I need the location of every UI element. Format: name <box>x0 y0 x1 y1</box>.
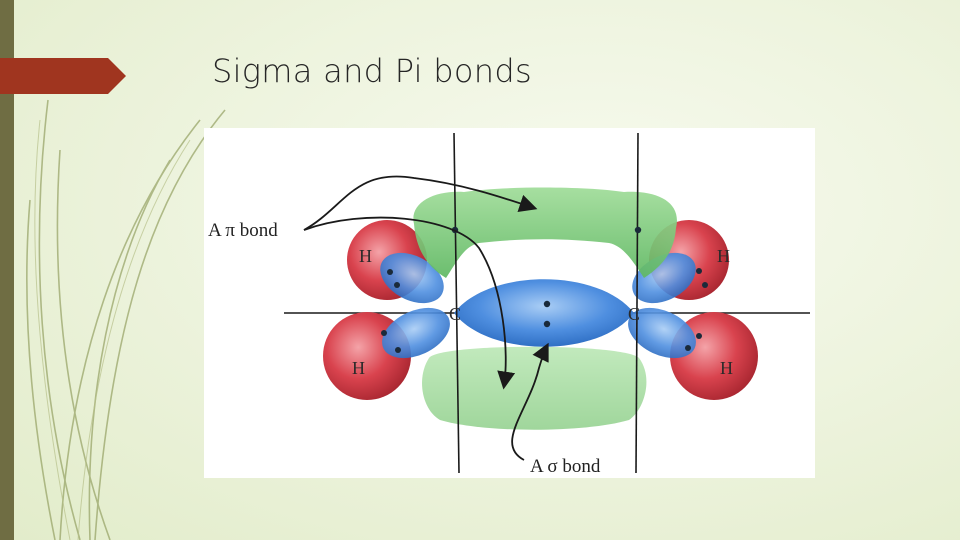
atom-label-h-bottom-right: H <box>720 358 733 378</box>
orbital-drawing <box>284 132 810 474</box>
pi-arrow-lower <box>303 216 516 390</box>
pi-bond-label: A π bond <box>208 220 278 241</box>
atom-label-h-top-right: H <box>717 246 730 266</box>
decorative-grass-lines <box>26 99 226 540</box>
vertical-axis-right <box>635 132 639 474</box>
ch-sigma-lobe-bottom-right <box>628 307 696 359</box>
ch-sigma-lobe-bottom-left <box>382 307 450 359</box>
cc-sigma-bond <box>454 279 634 347</box>
title-arrow-icon <box>0 58 126 94</box>
atom-label-h-bottom-left: H <box>352 358 365 378</box>
slide-title: Sigma and Pi bonds <box>212 52 532 90</box>
ch-sigma-lobe-top-left <box>380 252 444 304</box>
atom-label-c-right: C <box>628 304 641 324</box>
sigma-bond-label: A σ bond <box>530 456 601 477</box>
vertical-axis-left <box>453 132 460 474</box>
side-accent-bar <box>0 0 14 540</box>
pi-lobe-upper <box>413 187 677 278</box>
pi-arrow-upper <box>303 175 538 231</box>
atom-label-c-left: C <box>449 304 462 324</box>
sigma-arrow <box>511 342 549 461</box>
pi-lobe-lower <box>422 346 647 430</box>
atom-label-h-top-left: H <box>359 246 372 266</box>
ethylene-orbital-diagram: A π bond A σ bond H H H H C C <box>204 128 815 478</box>
